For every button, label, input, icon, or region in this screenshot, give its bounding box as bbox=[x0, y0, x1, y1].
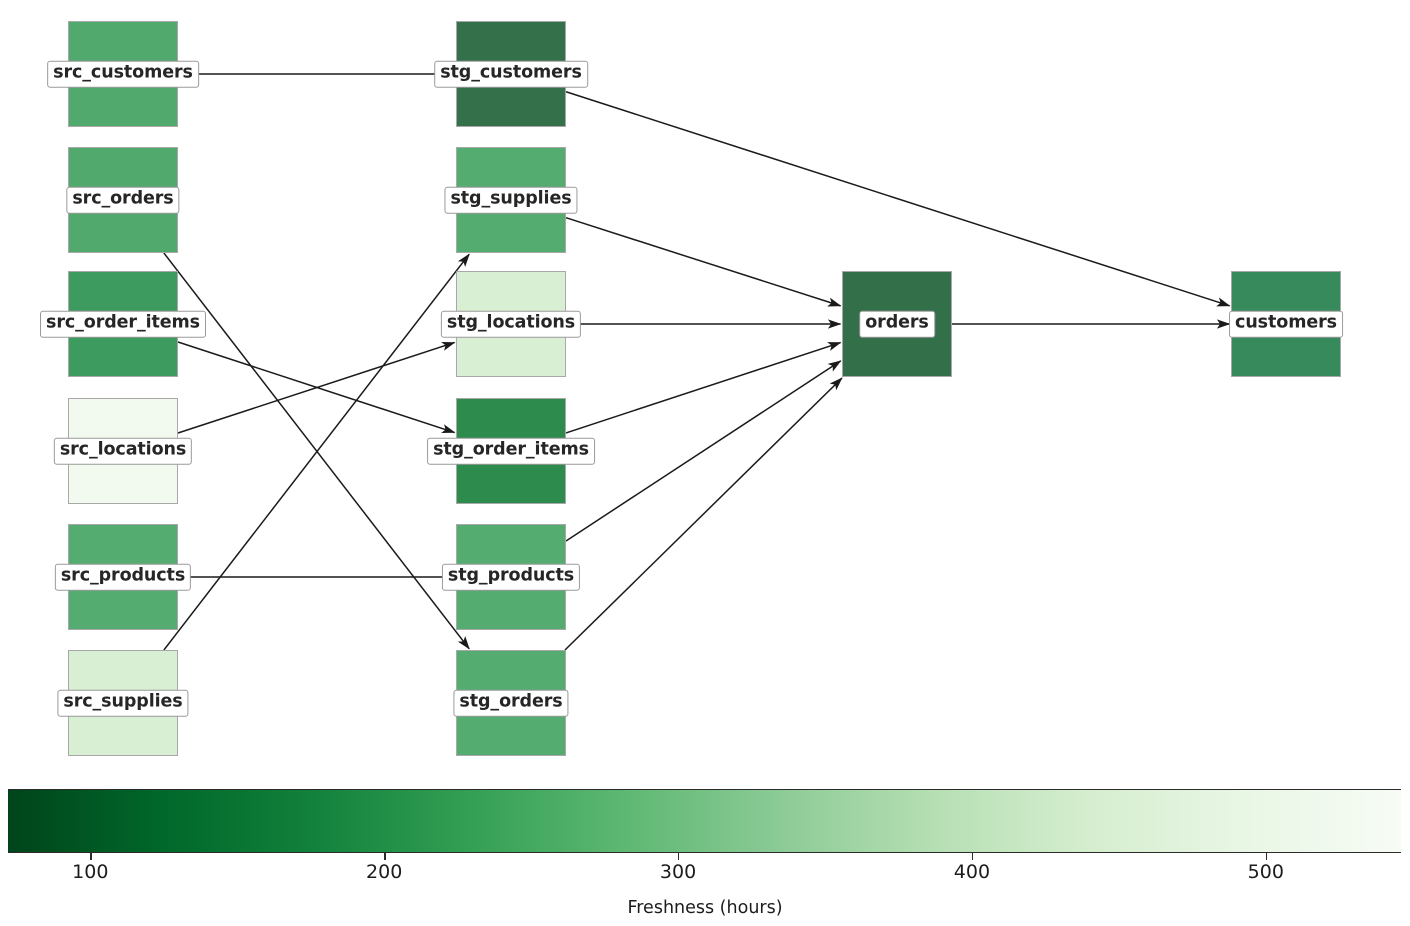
colorbar-tick-label-500: 500 bbox=[1247, 861, 1284, 883]
node-label-stg_order_items[interactable]: stg_order_items bbox=[427, 437, 595, 465]
edge-stg_supplies-to-orders bbox=[565, 216, 842, 307]
node-label-stg_products[interactable]: stg_products bbox=[441, 563, 581, 591]
node-label-orders[interactable]: orders bbox=[859, 310, 935, 338]
colorbar-tick-label-100: 100 bbox=[72, 861, 109, 883]
edge-stg_products-to-orders bbox=[565, 360, 842, 542]
edges bbox=[163, 73, 1231, 651]
colorbar-title: Freshness (hours) bbox=[627, 898, 783, 918]
edge-src_supplies-to-stg_supplies bbox=[163, 253, 470, 651]
colorbar-tick-label-200: 200 bbox=[366, 861, 403, 883]
colorbar-tick-400 bbox=[971, 853, 974, 860]
colorbar-gradient bbox=[8, 789, 1401, 853]
colorbar-tick-300 bbox=[678, 853, 680, 860]
node-label-customers[interactable]: customers bbox=[1229, 310, 1343, 338]
node-label-src_order_items[interactable]: src_order_items bbox=[40, 310, 206, 338]
node-label-src_supplies[interactable]: src_supplies bbox=[57, 689, 189, 717]
edge-src_locations-to-stg_locations bbox=[177, 341, 456, 434]
node-label-src_products[interactable]: src_products bbox=[54, 563, 192, 591]
colorbar-tick-label-300: 300 bbox=[659, 861, 697, 883]
colorbar-tick-100 bbox=[90, 853, 92, 860]
node-label-src_customers[interactable]: src_customers bbox=[47, 60, 199, 88]
colorbar-tick-500 bbox=[1265, 853, 1268, 860]
edge-stg_customers-to-customers bbox=[565, 91, 1231, 307]
node-label-stg_locations[interactable]: stg_locations bbox=[440, 310, 582, 338]
node-label-src_orders[interactable]: src_orders bbox=[66, 186, 180, 214]
edge-stg_order_items-to-orders bbox=[565, 341, 842, 434]
node-label-src_locations[interactable]: src_locations bbox=[53, 437, 193, 465]
node-label-stg_supplies[interactable]: stg_supplies bbox=[444, 186, 578, 214]
colorbar-tick-label-400: 400 bbox=[953, 861, 991, 883]
node-label-stg_customers[interactable]: stg_customers bbox=[434, 60, 588, 88]
node-label-stg_orders[interactable]: stg_orders bbox=[453, 689, 569, 717]
colorbar: 100 200 300 400 500 bbox=[8, 789, 1401, 883]
colorbar-tick-200 bbox=[384, 853, 386, 860]
edge-stg_orders-to-orders bbox=[564, 377, 843, 651]
